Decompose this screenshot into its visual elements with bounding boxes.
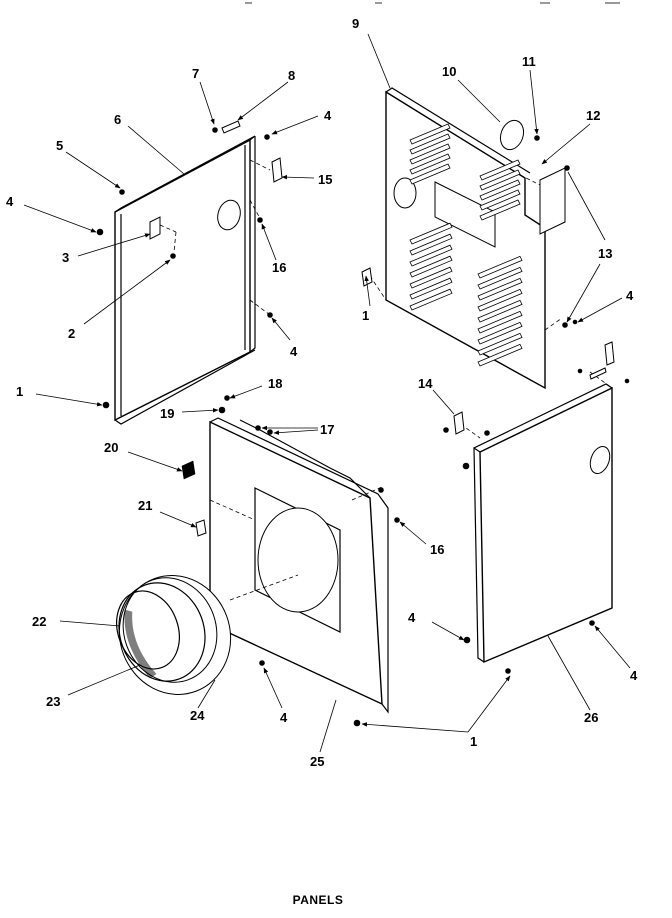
callout-16: 16 [272,260,286,275]
louver-slot [479,169,521,191]
rear-panel-louvers [409,123,523,367]
callout-1: 1 [362,308,369,323]
callout-21: 21 [138,498,152,513]
louver-slot [409,266,453,289]
right-side-panel [454,341,615,664]
callout-14: 14 [418,376,433,391]
callout-4: 4 [290,344,298,359]
callout-9: 9 [352,16,359,31]
callout-26: 26 [584,710,598,725]
callout-24: 24 [190,708,205,723]
hardware-parts [96,120,630,727]
louver-slot [409,153,451,175]
callout-13: 13 [598,246,612,261]
callout-10: 10 [442,64,456,79]
leader-lines [23,33,631,753]
louver-slot [477,288,523,312]
louver-slot [409,233,453,256]
callout-4: 4 [626,288,634,303]
louver-slot [479,189,521,211]
louver-slot [477,255,523,279]
louver-slot [477,343,523,367]
callout-1: 1 [16,384,23,399]
callout-3: 3 [62,250,69,265]
callout-11: 11 [522,54,536,69]
louver-slot [409,222,453,245]
callout-25: 25 [310,754,324,769]
callout-4: 4 [280,710,288,725]
louver-slot [409,255,453,278]
louver-slot [479,179,521,201]
callout-22: 22 [32,614,46,629]
louver-slot [479,159,521,181]
callout-8: 8 [288,68,295,83]
louver-slot [409,133,451,155]
louver-slot [409,288,453,311]
louver-slot [477,332,523,356]
callout-2: 2 [68,326,75,341]
louver-slot [409,123,451,145]
louver-slot [409,163,451,185]
louver-slot [409,143,451,165]
callout-5: 5 [56,138,63,153]
callout-23: 23 [46,694,60,709]
rear-panel [365,87,566,390]
callout-19: 19 [160,406,174,421]
front-panel [209,417,389,714]
callout-18: 18 [268,376,282,391]
louver-slot [477,266,523,290]
louver-slot [477,310,523,334]
callout-20: 20 [104,440,118,455]
callout-6: 6 [114,112,121,127]
louver-slot [477,277,523,301]
callout-16: 16 [430,542,444,557]
callout-4: 4 [408,610,416,625]
louver-slot [409,277,453,300]
callout-labels: 7 8 4 6 5 4 15 3 16 2 4 1 9 10 11 12 13 … [6,16,638,769]
louver-slot [477,321,523,345]
callout-17: 17 [320,422,334,437]
callout-15: 15 [318,172,332,187]
callout-7: 7 [192,66,199,81]
diagram-caption: PANELS [293,893,344,907]
door-ring-assembly [116,575,232,695]
callout-4: 4 [324,108,332,123]
callout-1: 1 [470,734,477,749]
louver-slot [479,199,521,221]
louver-slot [409,244,453,267]
callout-4: 4 [6,194,14,209]
callout-12: 12 [586,108,600,123]
callout-4: 4 [630,668,638,683]
louver-slot [477,299,523,323]
left-side-panel [114,135,271,425]
